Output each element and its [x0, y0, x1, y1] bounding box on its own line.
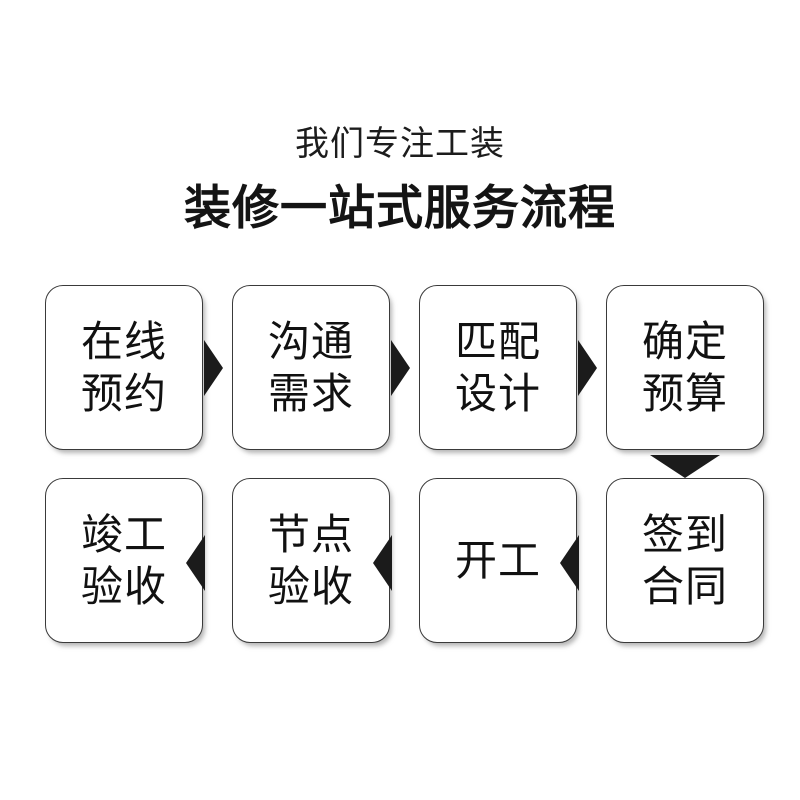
flow-node-label: 确定 预算: [641, 317, 728, 417]
flow-node-match-design[interactable]: 匹配 设计: [419, 285, 577, 450]
arrow-left-icon-node-check-to-completion: [186, 535, 205, 591]
flow-node-confirm-budget[interactable]: 确定 预算: [606, 285, 764, 450]
flow-node-sign-contract[interactable]: 签到 合同: [606, 478, 764, 643]
flow-node-start-construction[interactable]: 开工: [419, 478, 577, 643]
flow-node-completion-check[interactable]: 竣工 验收: [45, 478, 203, 643]
flow-node-label: 匹配 设计: [454, 317, 541, 417]
flow-node-node-check[interactable]: 节点 验收: [232, 478, 390, 643]
arrow-left-icon-start-to-node-check: [373, 535, 392, 591]
header: 我们专注工装 装修一站式服务流程: [0, 122, 800, 236]
flow-node-communicate-needs[interactable]: 沟通 需求: [232, 285, 390, 450]
flow-node-label: 竣工 验收: [80, 510, 167, 610]
arrow-right-icon-booking-to-communicate: [204, 340, 223, 396]
arrow-left-icon-contract-to-start: [560, 535, 579, 591]
flow-node-label: 开工: [454, 536, 541, 584]
arrow-down-icon-budget-to-contract: [650, 455, 720, 478]
flow-node-online-booking[interactable]: 在线 预约: [45, 285, 203, 450]
arrow-right-icon-design-to-budget: [578, 340, 597, 396]
flow-node-label: 签到 合同: [641, 510, 728, 610]
page-title: 装修一站式服务流程: [184, 181, 616, 234]
flow-node-label: 沟通 需求: [267, 317, 354, 417]
page-subtitle: 我们专注工装: [295, 125, 505, 163]
arrow-right-icon-communicate-to-design: [391, 340, 410, 396]
flow-node-label: 节点 验收: [267, 510, 354, 610]
flow-node-label: 在线 预约: [80, 317, 167, 417]
